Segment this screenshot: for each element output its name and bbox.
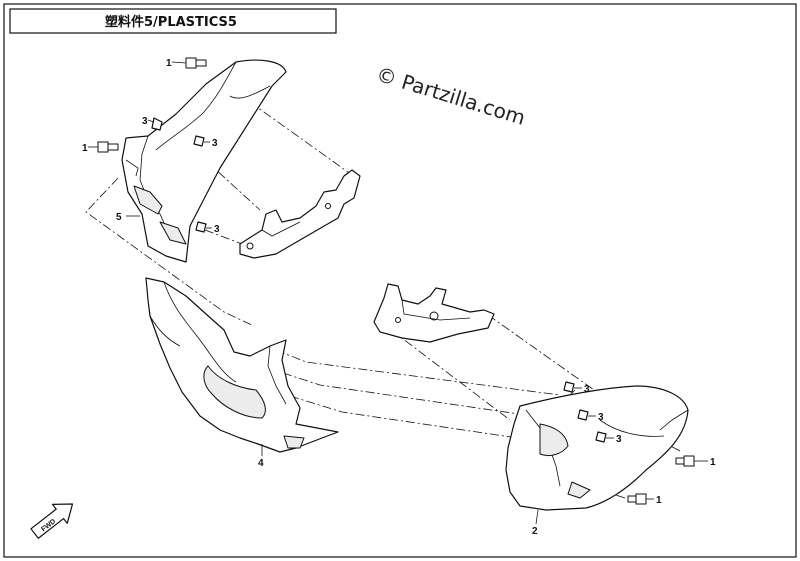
bolt-1a [171, 57, 207, 69]
callout-3e: 3 [598, 412, 604, 423]
callout-2: 2 [532, 526, 538, 537]
title-box [9, 8, 337, 34]
part-5-side-cover [121, 59, 287, 263]
bolt-1b [88, 141, 119, 153]
clip-3a [147, 117, 163, 131]
callout-1c: 1 [710, 457, 716, 468]
part-2-lower-cover [505, 385, 689, 511]
callout-3a: 3 [142, 116, 148, 127]
callout-1b: 1 [82, 143, 88, 154]
callout-5: 5 [116, 212, 122, 223]
clip-3f [595, 431, 614, 443]
clip-3c [195, 221, 212, 233]
callout-3b: 3 [212, 138, 218, 149]
clip-3e [577, 409, 596, 421]
lower-bracket [373, 283, 495, 343]
partzilla-watermark: © Partzilla.com [374, 62, 529, 130]
callout-3c: 3 [214, 224, 220, 235]
callout-1d: 1 [656, 495, 662, 506]
callout-1a: 1 [166, 58, 172, 69]
clip-3d [563, 381, 582, 393]
leader-2 [535, 509, 539, 525]
bolt-1c [675, 455, 708, 467]
diagram-title: 塑料件5/PLASTICS5 [105, 14, 237, 30]
callout-4: 4 [258, 458, 264, 469]
clip-3b [193, 135, 210, 147]
callout-3d: 3 [584, 384, 590, 395]
fwd-arrow-icon: FWD [30, 503, 74, 539]
callout-3f: 3 [616, 434, 622, 445]
bolt-1d [627, 493, 654, 505]
upper-bracket [239, 169, 361, 259]
diagram-frame [3, 3, 797, 558]
part-4-front-cover [145, 277, 339, 453]
